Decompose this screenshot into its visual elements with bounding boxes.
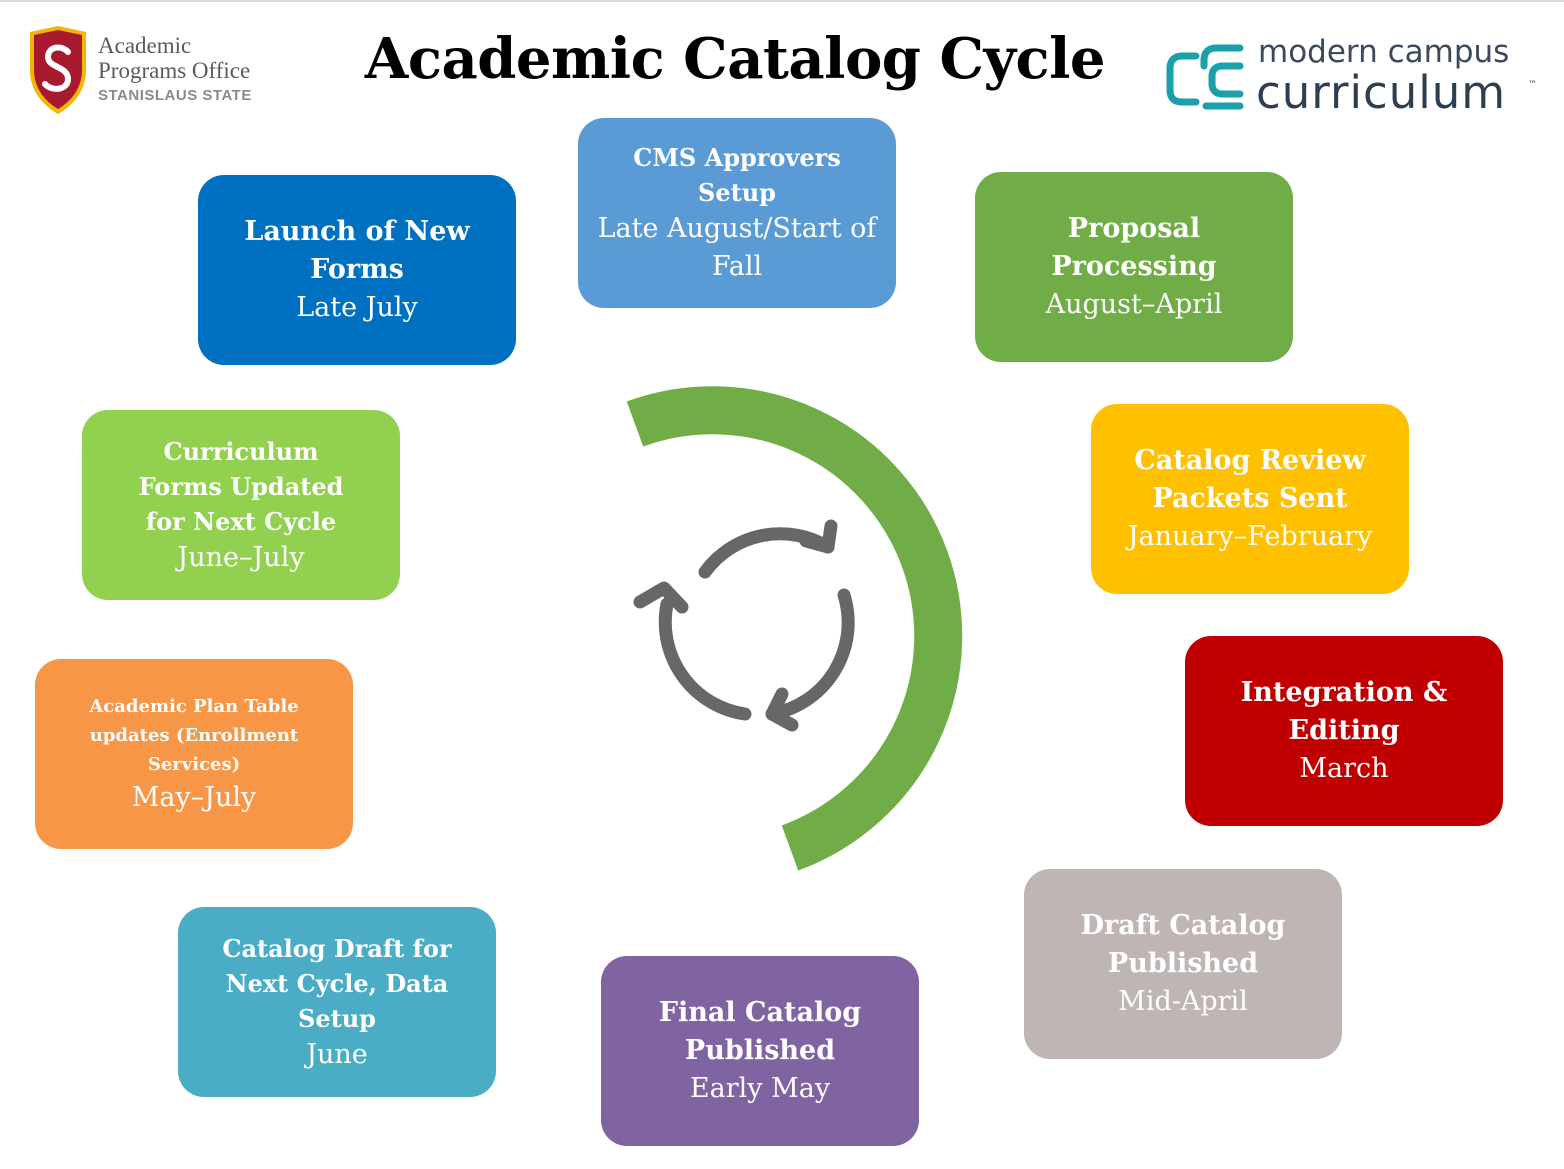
logo-line-programs-office: Programs Office (98, 58, 251, 83)
brand-line-curriculum: curriculum (1256, 66, 1507, 119)
modern-campus-mark-icon (1166, 44, 1244, 110)
stage-date: March (1299, 753, 1389, 784)
stage-date: January–February (1127, 521, 1373, 552)
stage-draft-catalog-published: Draft Catalog Published Mid-April (1024, 869, 1342, 1059)
stage-date: Mid-April (1118, 986, 1248, 1017)
stage-date: May–July (131, 781, 257, 813)
cycle-graphic (626, 386, 963, 871)
logo-line-academic: Academic (98, 33, 192, 58)
stage-date: June (306, 1038, 368, 1070)
stage-title: Integration & Editing (1240, 677, 1448, 746)
stage-curriculum-forms-updated: Curriculum Forms Updated for Next Cycle … (82, 410, 400, 600)
stage-catalog-draft-next-cycle: Catalog Draft for Next Cycle, Data Setup… (178, 907, 496, 1097)
modern-campus-logo: modern campus curriculum ™ (1166, 34, 1546, 119)
stage-date: Late August/Start of Fall (597, 213, 877, 282)
brand-line-modern-campus: modern campus (1258, 34, 1510, 70)
stage-catalog-review-packets-sent: Catalog Review Packets Sent January–Febr… (1091, 404, 1409, 594)
stage-proposal-processing: Proposal Processing August–April (975, 172, 1293, 362)
stage-integration-editing: Integration & Editing March (1185, 636, 1503, 826)
stage-date: August–April (1045, 289, 1223, 320)
stage-date: June–July (177, 541, 305, 573)
stage-title: CMS Approvers Setup (633, 143, 841, 207)
stage-title: Curriculum Forms Updated for Next Cycle (138, 436, 344, 536)
stage-title: Launch of New Forms (244, 216, 470, 285)
stage-final-catalog-published: Final Catalog Published Early May (601, 956, 919, 1146)
stage-date: Late July (296, 292, 418, 323)
stage-title: Proposal Processing (1051, 213, 1217, 282)
page-title: Academic Catalog Cycle (364, 26, 1106, 92)
stage-title: Catalog Draft for Next Cycle, Data Setup (222, 933, 452, 1033)
stage-title: Academic Plan Table updates (Enrollment … (89, 695, 299, 775)
stage-launch-of-new-forms: Launch of New Forms Late July (198, 175, 516, 365)
progress-ring-arc (626, 386, 963, 871)
stage-date: Early May (689, 1073, 831, 1104)
academic-programs-logo: Academic Programs Office STANISLAUS STAT… (28, 26, 288, 116)
shield-s-icon (30, 26, 86, 114)
stage-title: Draft Catalog Published (1080, 910, 1286, 979)
stage-cms-approvers-setup: CMS Approvers Setup Late August/Start of… (578, 118, 896, 308)
stage-title: Final Catalog Published (658, 997, 862, 1066)
stage-academic-plan-table-updates: Academic Plan Table updates (Enrollment … (35, 659, 353, 849)
cycle-arrows-icon (633, 519, 855, 732)
logo-line-university: STANISLAUS STATE (98, 87, 252, 104)
top-divider (0, 0, 1564, 2)
trademark-mark: ™ (1528, 80, 1537, 90)
stage-title: Catalog Review Packets Sent (1134, 445, 1366, 514)
